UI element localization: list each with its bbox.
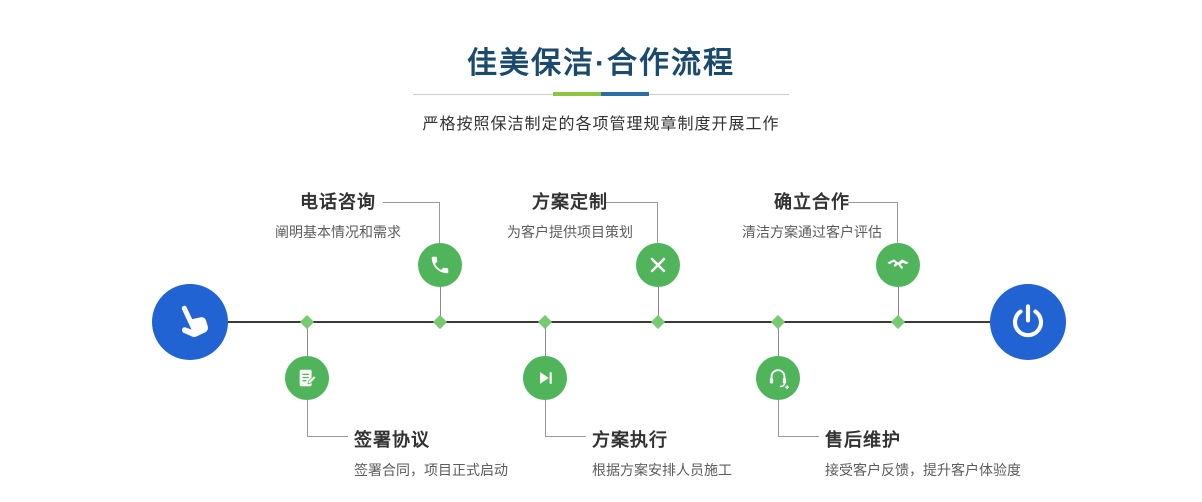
step-contract: 签署协议 签署合同，项目正式启动 [354, 426, 508, 480]
divider-accent-green [553, 92, 601, 96]
label-connector [848, 202, 898, 243]
connector-stub [658, 287, 659, 321]
step-desc: 签署合同，项目正式启动 [354, 462, 508, 478]
step-execute: 方案执行 根据方案安排人员施工 [592, 426, 732, 480]
timeline-line [190, 321, 1028, 323]
step-aftersales: 售后维护 接受客户反馈，提升客户体验度 [825, 426, 1021, 480]
step-node-phone [418, 243, 462, 287]
label-connector [778, 400, 819, 437]
connector-stub [898, 287, 899, 321]
headset-support-icon [766, 366, 790, 390]
step-node-contract [285, 356, 329, 400]
label-connector [606, 202, 658, 243]
page-subtitle: 严格按照保洁制定的各项管理规章制度开展工作 [422, 116, 780, 133]
step-node-execute [523, 356, 567, 400]
step-title: 售后维护 [825, 430, 901, 450]
junction-diamond [890, 314, 906, 330]
step-title: 确立合作 [774, 192, 850, 212]
step-title: 方案执行 [592, 430, 668, 450]
connector-stub [307, 323, 308, 356]
step-title: 方案定制 [532, 192, 608, 212]
step-title: 签署协议 [354, 430, 430, 450]
page-title: 佳美保洁·合作流程 [467, 47, 735, 80]
timeline-end-node [990, 284, 1066, 360]
step-title: 电话咨询 [300, 192, 376, 212]
handshake-icon [885, 255, 911, 275]
design-tools-icon [647, 254, 669, 276]
connector-stub [545, 323, 546, 356]
contract-sign-icon [296, 367, 318, 389]
step-desc: 为客户提供项目策划 [507, 224, 633, 240]
divider-accent [553, 92, 649, 96]
step-phone: 电话咨询 阐明基本情况和需求 [253, 188, 423, 242]
step-cooperation: 确立合作 清洁方案通过客户评估 [727, 188, 897, 242]
step-desc: 清洁方案通过客户评估 [742, 224, 882, 240]
play-next-icon [535, 368, 555, 388]
power-icon [1009, 303, 1047, 341]
title-divider [413, 92, 789, 97]
step-node-design [636, 243, 680, 287]
step-desc: 根据方案安排人员施工 [592, 462, 732, 478]
divider-accent-blue [601, 92, 649, 96]
connector-stub [778, 323, 779, 356]
step-node-aftersales [756, 356, 800, 400]
step-desc: 阐明基本情况和需求 [275, 224, 401, 240]
step-desc: 接受客户反馈，提升客户体验度 [825, 462, 1021, 478]
timeline-start-node [152, 284, 228, 360]
step-design: 方案定制 为客户提供项目策划 [485, 188, 655, 242]
label-connector [383, 202, 440, 243]
junction-diamond [537, 314, 553, 330]
junction-diamond [770, 314, 786, 330]
hand-pointer-icon [170, 302, 210, 342]
junction-diamond [650, 314, 666, 330]
connector-stub [440, 287, 441, 321]
junction-diamond [299, 314, 315, 330]
label-connector [545, 400, 586, 437]
phone-icon [429, 254, 451, 276]
junction-diamond [432, 314, 448, 330]
step-node-cooperation [876, 243, 920, 287]
label-connector [307, 400, 348, 437]
